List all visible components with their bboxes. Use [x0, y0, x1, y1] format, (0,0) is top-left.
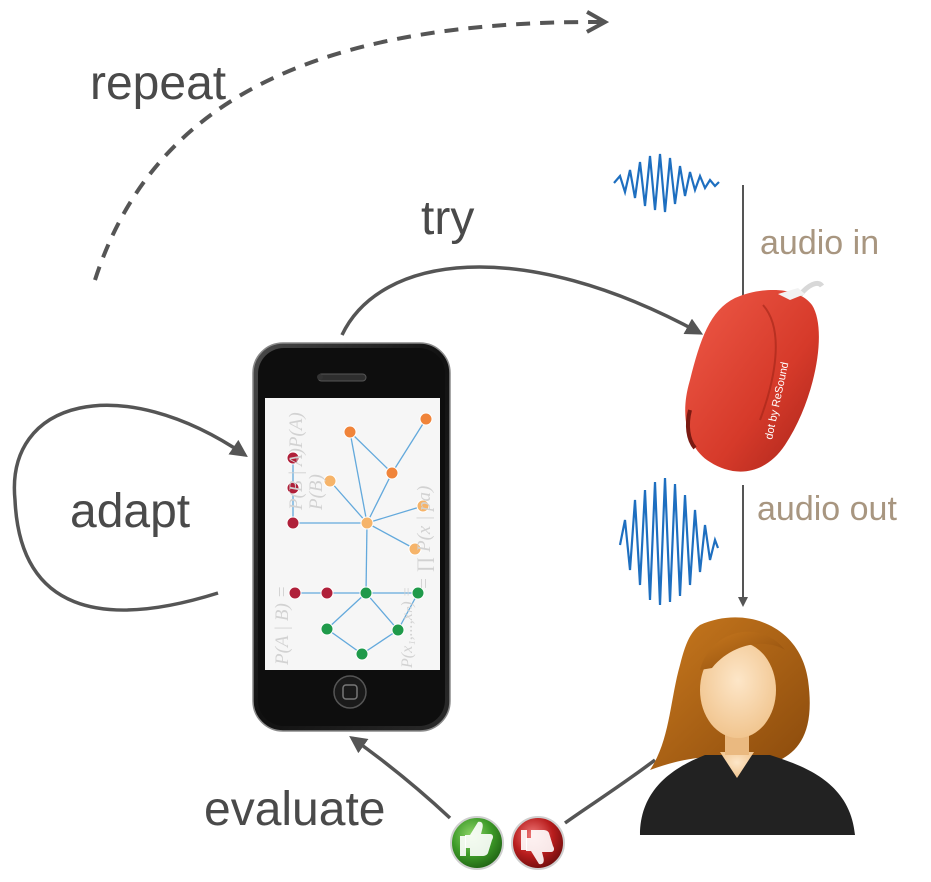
adapt-label: adapt — [70, 485, 191, 538]
graph-node — [391, 623, 405, 637]
thumbs-up-icon — [450, 816, 504, 870]
try-arrow — [340, 265, 704, 336]
graph-node — [320, 586, 334, 600]
waveform-icon — [613, 153, 720, 213]
adapt-loop-arrow — [12, 403, 248, 612]
try-label: try — [421, 192, 475, 245]
graph-nodes — [286, 412, 433, 661]
waveform-icon — [618, 477, 720, 606]
graph-node — [320, 622, 334, 636]
formula-product: = ∏ P(x | pa) — [414, 486, 435, 590]
graph-node — [286, 516, 300, 530]
bayesian-network-graph — [289, 418, 427, 655]
graph-node — [416, 499, 430, 513]
evaluate-arrow — [349, 735, 452, 820]
graph-node — [385, 466, 399, 480]
formula-bayes: P(B | A)P(A) — [286, 412, 307, 511]
graph-node — [343, 425, 357, 439]
graph-node — [411, 586, 425, 600]
graph-node — [288, 586, 302, 600]
probability-formulas: P(B | A)P(A) P(B) P(A | B) = = ∏ P(x | p… — [272, 412, 435, 669]
graph-node — [360, 516, 374, 530]
audio-out-label: audio out — [757, 490, 897, 528]
graph-node — [323, 474, 337, 488]
hearing-aid-icon: dot by ReSound — [685, 280, 825, 472]
graph-node — [419, 412, 433, 426]
woman-avatar-icon — [640, 617, 855, 835]
formula-conditional: P(A | B) = — [272, 586, 293, 666]
graph-node — [408, 542, 422, 556]
audio-in-label: audio in — [760, 224, 880, 262]
feedback-line — [563, 758, 657, 825]
graph-node — [286, 481, 300, 495]
thumbs-down-icon — [511, 816, 565, 870]
repeat-arrow — [93, 22, 605, 281]
graph-node — [355, 647, 369, 661]
graph-node — [359, 586, 373, 600]
repeat-label: repeat — [90, 57, 227, 110]
formula-joint: P(x₁,...,xₙ) = — [399, 587, 416, 669]
graph-node — [286, 451, 300, 465]
formula-prior: P(B) — [306, 474, 327, 511]
evaluate-label: evaluate — [204, 783, 386, 836]
